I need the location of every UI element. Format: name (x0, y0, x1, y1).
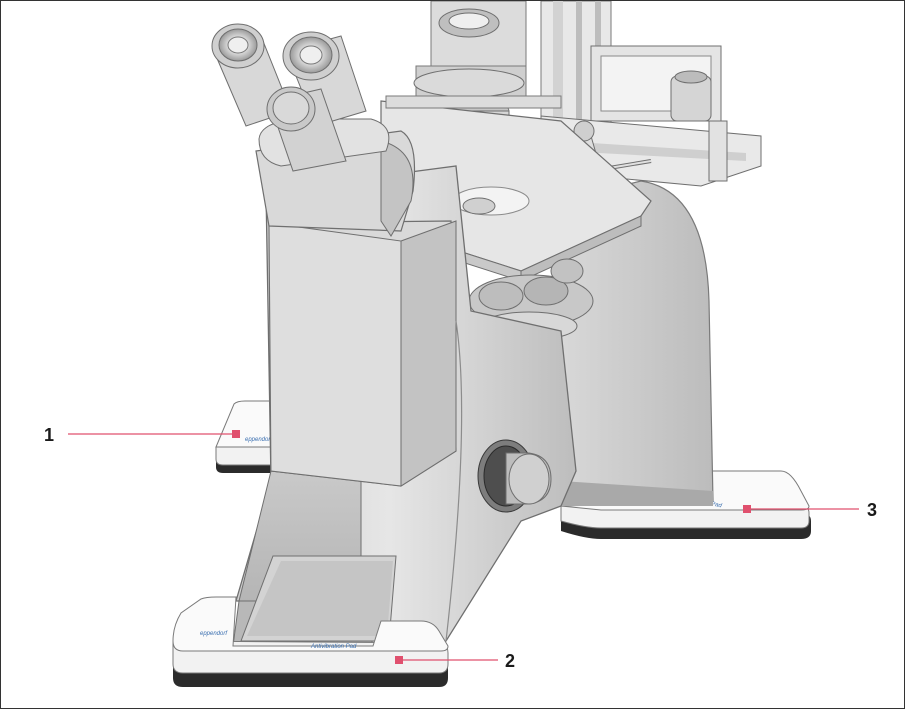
antivibration-pad-front: eppendorf Antivibration Pad (172, 596, 449, 687)
eyepiece-front (266, 86, 347, 172)
microscope-rear-pillar (560, 180, 714, 507)
callout-marker-1 (232, 430, 240, 438)
callout-marker-2 (395, 656, 403, 664)
callout-number-3: 3 (867, 500, 877, 520)
callout-3: 3 (743, 500, 877, 520)
callout-number-2: 2 (505, 651, 515, 671)
callout-number-1: 1 (44, 425, 54, 445)
callout-2: 2 (395, 651, 515, 671)
microscope-body (232, 165, 577, 647)
pad-product-label-2: Antivibration Pad (310, 644, 357, 650)
pad-brand-label-1: eppendorf (245, 437, 273, 443)
pad-brand-label-2: eppendorf (200, 631, 228, 637)
callout-marker-3 (743, 505, 751, 513)
focus-knob (477, 439, 552, 513)
callout-1: 1 (44, 425, 240, 445)
